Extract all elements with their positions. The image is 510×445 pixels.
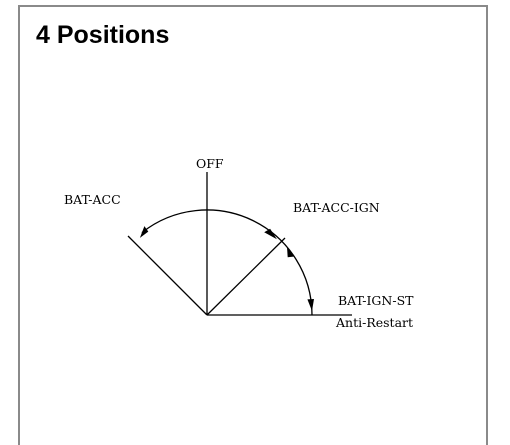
ign-position-line: [206, 237, 286, 316]
label-off: OFF: [196, 156, 224, 171]
arc-arrow-ign-right: [287, 247, 295, 258]
label-anti-restart: Anti-Restart: [335, 315, 413, 330]
label-bat-acc-ign: BAT-ACC-IGN: [293, 200, 380, 215]
page-title: 4 Positions: [36, 21, 170, 49]
arc-arrow-ign-left: [264, 228, 277, 240]
positions-panel: 4 Positions: [18, 5, 488, 445]
rotation-arc: [141, 209, 313, 316]
arc-arrow-acc: [139, 226, 149, 238]
key-positions-diagram: OFF BAT-ACC BAT-ACC-IGN BAT-IGN-ST Anti-…: [64, 156, 414, 330]
arc-arrow-start: [307, 299, 314, 311]
label-bat-acc: BAT-ACC: [64, 192, 121, 207]
label-bat-ign-st: BAT-IGN-ST: [338, 293, 414, 308]
acc-position-line: [127, 235, 208, 316]
